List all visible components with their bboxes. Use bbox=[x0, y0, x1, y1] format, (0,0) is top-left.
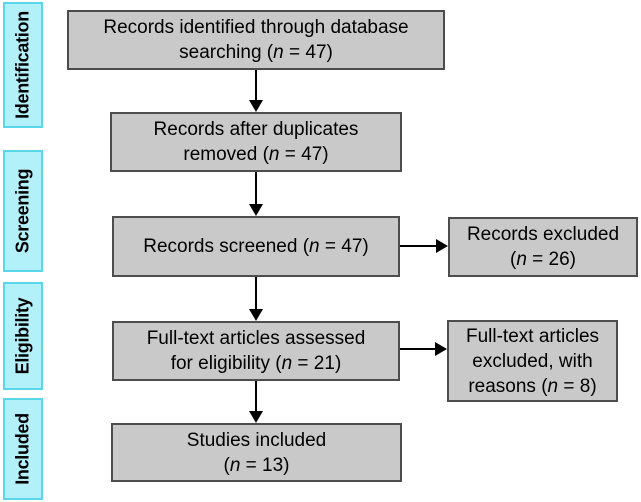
text-segment: = 21) bbox=[292, 353, 342, 374]
text-segment: Full-text articles bbox=[465, 325, 600, 347]
arrow-head bbox=[249, 100, 263, 112]
text-segment: Full-text articles assessed bbox=[146, 328, 366, 349]
box-studies-included: Studies included (n = 13) bbox=[111, 423, 402, 482]
text-segment: = 47) bbox=[279, 144, 329, 165]
box-records-identified-line1: Records identified through database bbox=[103, 15, 408, 40]
arrow-right-fulltext-to-excluded-icon bbox=[400, 342, 447, 356]
text-segment: Studies included bbox=[186, 429, 327, 451]
box-fulltext-assessed-line1: Full-text articles assessed bbox=[147, 326, 366, 351]
box-fulltext-excluded-line2: excluded, with bbox=[472, 349, 592, 374]
arrow-head bbox=[249, 309, 263, 321]
box-records-excluded-line1: Records excluded bbox=[467, 222, 619, 247]
box-fulltext-assessed-line2: for eligibility (n = 21) bbox=[171, 351, 342, 376]
italic-n: n bbox=[309, 236, 320, 257]
text-segment: = 47) bbox=[283, 42, 333, 63]
box-fulltext-assessed: Full-text articles assessed for eligibil… bbox=[112, 321, 400, 381]
arrow-down-duplicates-to-screened-icon bbox=[249, 172, 263, 216]
arrow-shaft bbox=[400, 245, 437, 247]
box-fulltext-excluded-line1: Full-text articles bbox=[466, 324, 599, 349]
arrow-shaft bbox=[255, 277, 257, 310]
box-duplicates-removed-line2: removed (n = 47) bbox=[183, 142, 328, 167]
italic-n: n bbox=[229, 454, 241, 476]
stage-eligibility-label: Eligibility bbox=[12, 297, 33, 375]
italic-n: n bbox=[273, 42, 284, 63]
arrow-down-screened-to-fulltext-icon bbox=[249, 277, 263, 321]
text-segment: = 13) bbox=[240, 454, 290, 476]
stage-screening-label: Screening bbox=[12, 168, 33, 254]
text-segment: = 26) bbox=[526, 249, 577, 270]
arrow-right-screened-to-excluded-icon bbox=[400, 239, 448, 253]
box-records-excluded: Records excluded (n = 26) bbox=[448, 217, 638, 277]
box-fulltext-excluded: Full-text articles excluded, with reason… bbox=[447, 320, 618, 402]
arrow-shaft bbox=[255, 172, 257, 205]
arrow-head bbox=[436, 239, 448, 253]
box-records-screened: Records screened (n = 47) bbox=[112, 216, 400, 277]
arrow-down-fulltext-to-included-icon bbox=[249, 381, 263, 423]
text-segment: = 8) bbox=[558, 375, 597, 397]
box-records-excluded-line2: (n = 26) bbox=[510, 247, 576, 272]
arrow-head bbox=[435, 342, 447, 356]
box-studies-included-line2: (n = 13) bbox=[223, 453, 289, 478]
italic-n: n bbox=[547, 375, 559, 397]
box-records-identified-line2: searching (n = 47) bbox=[179, 40, 333, 65]
arrow-down-identified-to-duplicates-icon bbox=[249, 70, 263, 112]
text-segment: = 47) bbox=[319, 236, 369, 257]
arrow-shaft bbox=[400, 348, 436, 350]
text-segment: for eligibility ( bbox=[170, 353, 282, 374]
italic-n: n bbox=[281, 353, 293, 374]
text-segment: reasons ( bbox=[468, 375, 548, 397]
text-segment: Records after duplicates bbox=[153, 119, 359, 140]
text-segment: removed ( bbox=[183, 144, 269, 165]
arrow-head bbox=[249, 204, 263, 216]
box-studies-included-line1: Studies included bbox=[187, 428, 326, 453]
box-records-identified: Records identified through database sear… bbox=[67, 10, 445, 70]
text-segment: Records screened ( bbox=[143, 236, 310, 257]
arrow-shaft bbox=[255, 70, 257, 101]
text-segment: ( bbox=[509, 249, 517, 270]
arrow-shaft bbox=[255, 381, 257, 412]
stage-identification-label: Identification bbox=[12, 11, 33, 119]
italic-n: n bbox=[268, 144, 280, 165]
text-segment: ( bbox=[223, 454, 230, 476]
box-duplicates-removed: Records after duplicates removed (n = 47… bbox=[110, 112, 402, 172]
text-segment: searching ( bbox=[179, 42, 274, 63]
box-fulltext-excluded-line3: reasons (n = 8) bbox=[468, 374, 596, 399]
stage-identification: Identification bbox=[3, 2, 43, 128]
text-segment: Records excluded bbox=[466, 224, 620, 245]
text-segment: excluded, with bbox=[472, 350, 593, 372]
box-records-screened-line1: Records screened (n = 47) bbox=[143, 234, 369, 259]
italic-n: n bbox=[516, 249, 527, 270]
text-segment: Records identified through database bbox=[103, 17, 409, 38]
stage-eligibility: Eligibility bbox=[3, 282, 43, 390]
stage-included-label: Included bbox=[12, 413, 33, 485]
box-duplicates-removed-line1: Records after duplicates bbox=[154, 117, 359, 142]
arrow-head bbox=[249, 411, 263, 423]
stage-included: Included bbox=[3, 398, 43, 500]
stage-screening: Screening bbox=[3, 150, 43, 272]
